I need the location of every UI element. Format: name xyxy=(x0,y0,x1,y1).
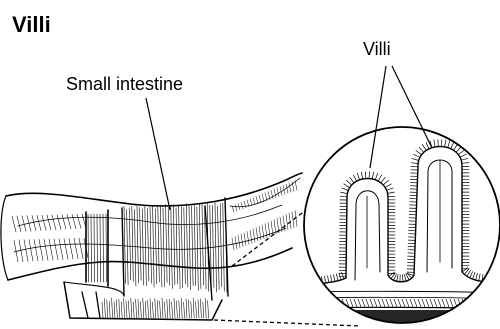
villi-magnified-view xyxy=(300,127,500,328)
small-intestine-leader xyxy=(146,98,170,210)
small-intestine-label: Small intestine xyxy=(66,75,183,93)
diagram-title: Villi xyxy=(12,14,51,36)
villi-label: Villi xyxy=(363,40,391,58)
